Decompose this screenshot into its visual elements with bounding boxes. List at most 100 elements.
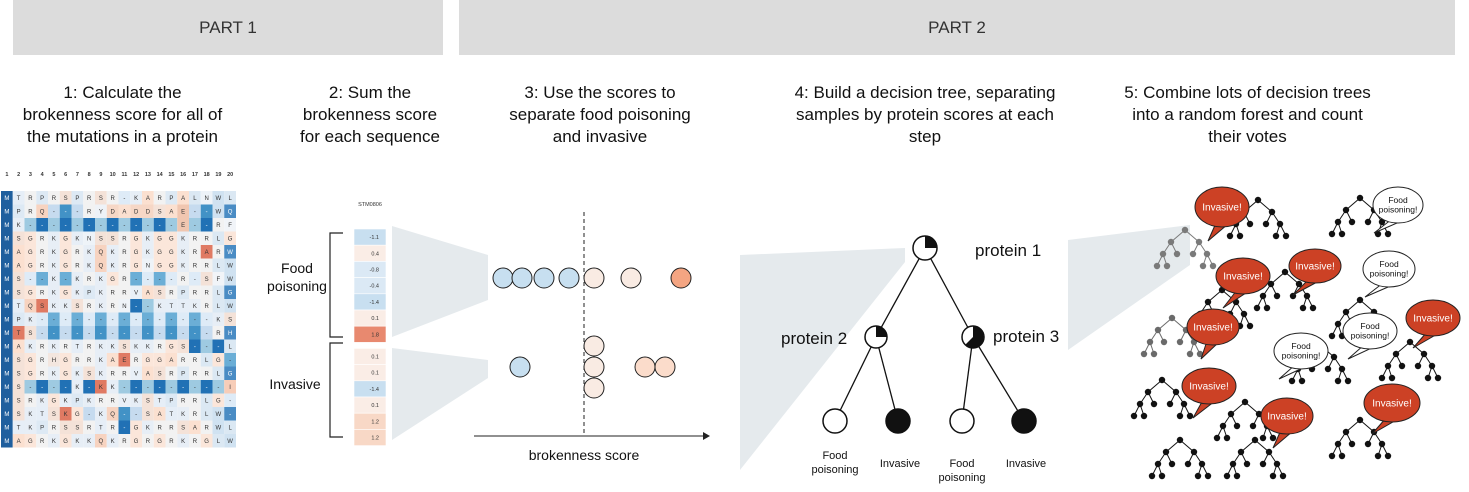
heatmap-residue: P bbox=[40, 196, 44, 202]
heatmap-residue: R bbox=[122, 439, 127, 445]
heatmap-cell bbox=[1, 204, 13, 218]
heatmap-cell bbox=[106, 393, 119, 407]
heatmap-cell bbox=[224, 191, 236, 205]
heatmap-residue: - bbox=[65, 223, 67, 229]
heatmap-cell bbox=[106, 231, 119, 245]
heatmap-residue: M bbox=[4, 277, 9, 283]
heatmap-residue: G bbox=[169, 263, 174, 269]
heatmap-residue: G bbox=[169, 236, 174, 242]
heatmap-residue: - bbox=[170, 385, 172, 391]
heatmap-cell bbox=[24, 258, 37, 272]
heatmap-cell bbox=[130, 299, 142, 313]
heatmap-residue: M bbox=[4, 412, 9, 418]
heatmap-residue: R bbox=[193, 358, 198, 364]
heatmap-residue: G bbox=[228, 371, 233, 377]
food-group-line-1: Food bbox=[281, 260, 313, 276]
heatmap-residue: T bbox=[17, 331, 21, 337]
heatmap-cell bbox=[48, 353, 60, 367]
heatmap-residue: M bbox=[4, 398, 9, 404]
heatmap-cell bbox=[165, 218, 178, 232]
forest-tree-node bbox=[1342, 206, 1350, 214]
heatmap-residue: - bbox=[135, 412, 137, 418]
heatmap-cell bbox=[36, 231, 48, 245]
forest-tree-node bbox=[1348, 440, 1356, 448]
heatmap-cell bbox=[200, 299, 213, 313]
heatmap-residue: A bbox=[17, 250, 21, 256]
heatmap-residue: - bbox=[88, 317, 90, 323]
forest-tree-node bbox=[1406, 338, 1414, 346]
heatmap-cell bbox=[189, 312, 201, 326]
heatmap-residue: A bbox=[17, 439, 21, 445]
heatmap-cell bbox=[36, 326, 48, 340]
heatmap-cell bbox=[1, 299, 13, 313]
heatmap-residue: W bbox=[216, 425, 222, 431]
heatmap-cell bbox=[48, 299, 60, 313]
heatmap-residue: K bbox=[75, 236, 79, 242]
heatmap-cell bbox=[165, 407, 178, 421]
heatmap-residue: S bbox=[64, 425, 68, 431]
heatmap-residue: K bbox=[193, 304, 197, 310]
heatmap-residue: - bbox=[76, 209, 78, 215]
heatmap-residue: S bbox=[75, 304, 79, 310]
heatmap-residue: M bbox=[4, 425, 9, 431]
forest-tree-node bbox=[1265, 448, 1273, 456]
heatmap-residue: - bbox=[123, 317, 125, 323]
forest-tree-node bbox=[1148, 472, 1156, 480]
heatmap-cell bbox=[24, 434, 37, 448]
heatmap-residue: K bbox=[28, 425, 32, 431]
forest-tree-node bbox=[1273, 460, 1281, 468]
heatmap-residue: K bbox=[146, 425, 150, 431]
heatmap-cell bbox=[12, 393, 25, 407]
heatmap-cell bbox=[153, 285, 166, 299]
heatmap-residue: T bbox=[76, 344, 80, 350]
heatmap-residue: K bbox=[134, 398, 138, 404]
heatmap-residue: R bbox=[193, 439, 198, 445]
heatmap-cell bbox=[71, 434, 84, 448]
heatmap-cell bbox=[118, 191, 131, 205]
forest-tree-node bbox=[1240, 310, 1248, 318]
heatmap-residue: - bbox=[53, 331, 55, 337]
heatmap-residue: R bbox=[193, 290, 198, 296]
forest-tree-node bbox=[1424, 374, 1432, 382]
heatmap-residue: K bbox=[64, 412, 68, 418]
heatmap-residue: G bbox=[28, 250, 33, 256]
leaf-label-food-2-line-1: Food bbox=[949, 458, 975, 470]
heatmap-residue: K bbox=[52, 263, 56, 269]
heatmap-cell bbox=[24, 285, 37, 299]
heatmap-residue: - bbox=[147, 331, 149, 337]
forest-tree-node bbox=[1251, 436, 1259, 444]
heatmap-residue: - bbox=[147, 304, 149, 310]
forest-tree-node bbox=[1259, 460, 1267, 468]
heatmap-residue: R bbox=[40, 263, 45, 269]
funnel-step5 bbox=[1068, 225, 1190, 350]
heatmap-residue: R bbox=[169, 290, 174, 296]
heatmap-residue: R bbox=[204, 304, 209, 310]
heatmap-residue: R bbox=[87, 344, 92, 350]
heatmap-residue: T bbox=[40, 412, 44, 418]
forest-tree-node bbox=[1348, 218, 1356, 226]
heatmap-cell bbox=[12, 191, 25, 205]
heatmap-residue: - bbox=[53, 223, 55, 229]
heatmap-cell bbox=[177, 339, 189, 353]
heatmap-residue: - bbox=[217, 344, 219, 350]
heatmap-residue: - bbox=[147, 385, 149, 391]
heatmap-cell bbox=[118, 326, 131, 340]
heatmap-residue: L bbox=[228, 425, 232, 431]
forest-tree-node bbox=[1328, 332, 1336, 340]
heatmap-cell bbox=[59, 312, 72, 326]
heatmap-cell bbox=[59, 231, 72, 245]
forest-tree-node bbox=[1334, 377, 1342, 385]
vote-bubble bbox=[1181, 367, 1237, 405]
heatmap-cell bbox=[106, 191, 119, 205]
heatmap-cell bbox=[142, 272, 154, 286]
heatmap-cell bbox=[200, 272, 213, 286]
heatmap-residue: R bbox=[40, 250, 45, 256]
step-3-line-2: separate food poisoning bbox=[509, 105, 691, 124]
heatmap-residue: T bbox=[158, 398, 162, 404]
heatmap-cell bbox=[142, 204, 154, 218]
heatmap-cell bbox=[48, 434, 60, 448]
score-value: -0.4 bbox=[370, 284, 379, 290]
heatmap-cell bbox=[153, 191, 166, 205]
forest-tree-node bbox=[1160, 338, 1168, 346]
heatmap-residue: N bbox=[146, 263, 150, 269]
